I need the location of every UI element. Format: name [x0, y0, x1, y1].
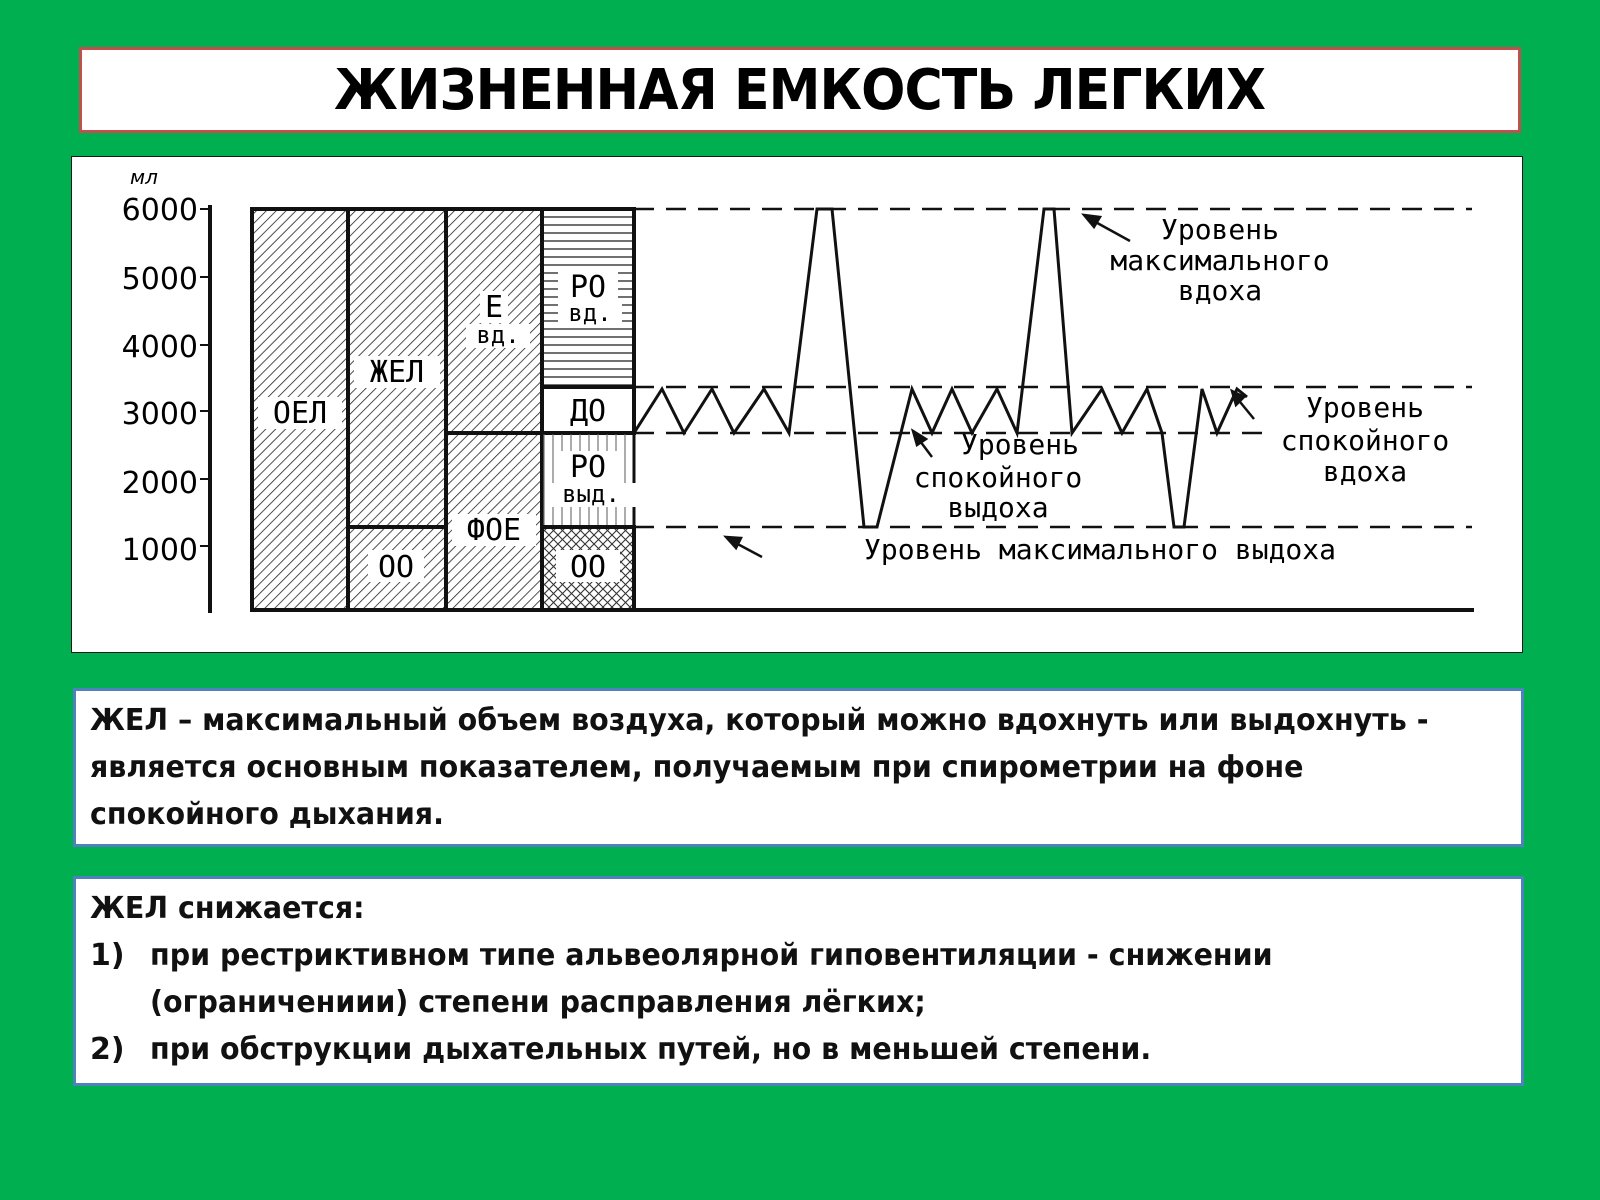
title-box: ЖИЗНЕННАЯ ЕМКОСТЬ ЛЕГКИХ [79, 47, 1521, 133]
svg-text:4000: 4000 [122, 330, 198, 365]
list-item-1-line-1: при рестриктивном типе альвеолярной гипо… [150, 938, 1273, 973]
calm-exhale-2: спокойного [914, 461, 1083, 494]
label-oo-1: ОО [378, 550, 414, 585]
max-inhale-3: вдоха [1178, 274, 1262, 307]
list-item: 1) при рестриктивном типе альвеолярной г… [90, 932, 1507, 1026]
definition-line-1: ЖЕЛ – максимальный объем воздуха, которы… [90, 703, 1429, 738]
definition-line-2: является основным показателем, получаемы… [90, 750, 1304, 785]
y-axis-unit: мл [130, 165, 158, 189]
calm-exhale-3: выдоха [947, 491, 1048, 524]
list-item: 2) при обструкции дыхательных путей, но … [90, 1026, 1507, 1073]
calm-exhale-1: Уровень [961, 428, 1079, 461]
label-vd: вд. [476, 321, 519, 349]
label-ro-vyd-sub: выд. [562, 480, 620, 508]
list-item-1-line-2: (ограничениии) степени расправления лёгк… [150, 985, 926, 1020]
label-foe: ФОЕ [467, 513, 521, 548]
svg-text:5000: 5000 [122, 262, 198, 297]
decrease-heading: ЖЕЛ снижается: [90, 891, 365, 926]
spirogram-diagram: мл 6000 5000 4000 3000 2000 1000 [122, 165, 1474, 613]
label-oel: ОЕЛ [273, 396, 327, 431]
list-item-2-line-1: при обструкции дыхательных путей, но в м… [150, 1032, 1152, 1067]
definition-box: ЖЕЛ – максимальный объем воздуха, которы… [73, 688, 1524, 847]
decrease-box: ЖЕЛ снижается: 1) при рестриктивном типе… [73, 876, 1524, 1086]
svg-text:3000: 3000 [122, 397, 198, 432]
label-ro-vd-sub: вд. [568, 299, 611, 327]
calm-inhale-2: спокойного [1281, 424, 1450, 457]
spirogram-figure: мл 6000 5000 4000 3000 2000 1000 [71, 156, 1523, 653]
definition-line-3: спокойного дыхания. [90, 797, 444, 832]
list-number: 2) [90, 1032, 125, 1067]
annotations: Уровень максимального вдоха Уровень спок… [864, 213, 1449, 566]
svg-text:6000: 6000 [122, 193, 198, 228]
max-exhale: Уровень максимального выдоха [864, 533, 1336, 566]
list-number: 1) [90, 938, 125, 973]
max-inhale-2: максимального [1110, 244, 1329, 277]
label-zhel: ЖЕЛ [370, 355, 424, 390]
calm-inhale-3: вдоха [1323, 455, 1407, 488]
label-oo-2: ОО [570, 550, 606, 585]
y-axis-ticks: 6000 5000 4000 3000 2000 1000 [122, 193, 198, 568]
label-ro-vyd: РО [570, 450, 606, 485]
label-ro-vd: РО [570, 270, 606, 305]
svg-text:2000: 2000 [122, 466, 198, 501]
calm-inhale-1: Уровень [1306, 391, 1424, 424]
label-e: Е [485, 290, 503, 325]
svg-text:1000: 1000 [122, 533, 198, 568]
label-do: ДО [570, 394, 606, 429]
page-title: ЖИЗНЕННАЯ ЕМКОСТЬ ЛЕГКИХ [334, 57, 1266, 123]
max-inhale-1: Уровень [1161, 213, 1279, 246]
